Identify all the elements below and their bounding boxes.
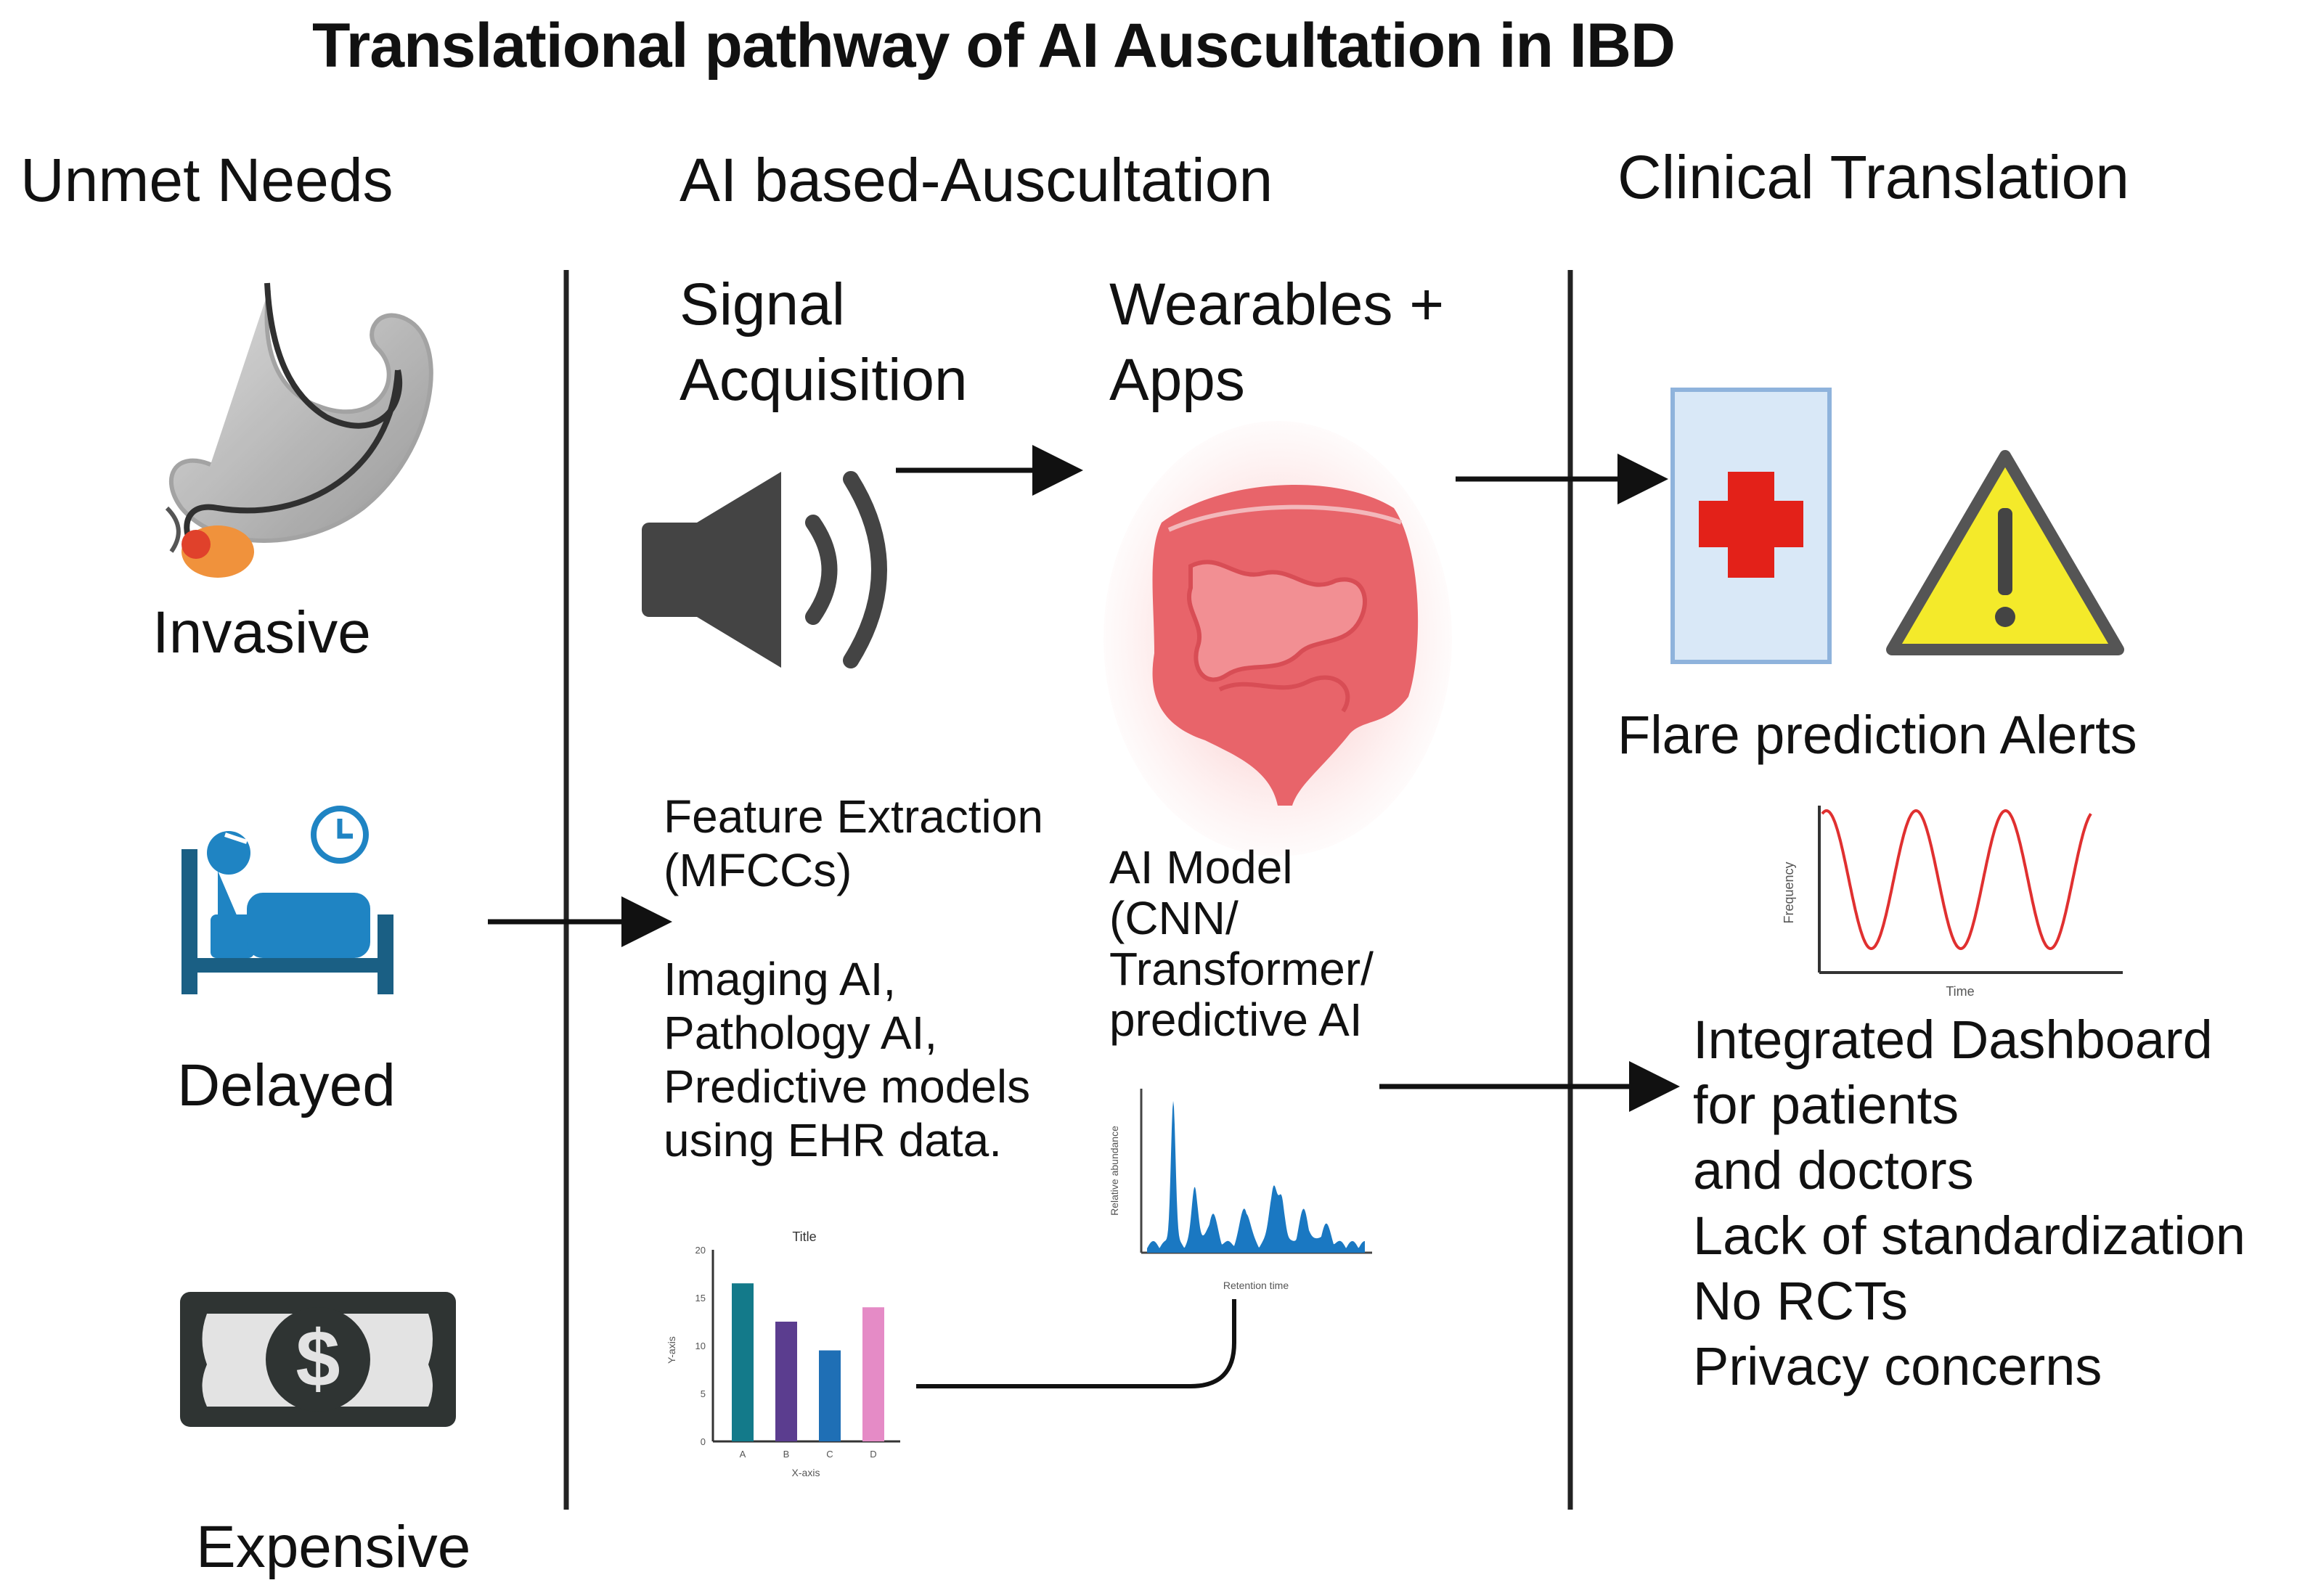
bar-A [732, 1283, 754, 1441]
bar-C [819, 1350, 841, 1441]
label-invasive: Invasive [152, 599, 371, 666]
label-expensive: Expensive [196, 1514, 471, 1580]
intestine-icon [1103, 421, 1452, 856]
spectrum-ylabel: Relative abundance [1109, 1126, 1120, 1216]
bar-B [775, 1322, 797, 1441]
signal-acquisition-line-2: Acquisition [680, 347, 968, 413]
bar-chart-xlabel: X-axis [792, 1467, 820, 1478]
medical-cross-icon [1670, 388, 1832, 664]
imaging-ai-line-1: Imaging AI, [664, 953, 897, 1005]
sine-wave-line [1821, 809, 2092, 951]
stomach-endoscope-icon [165, 282, 433, 578]
bar-x-tick-label: B [783, 1449, 790, 1460]
connector-bar-to-spectrum [916, 1299, 1236, 1388]
bar-D [862, 1307, 884, 1441]
outcome-line-1: Integrated Dashboard [1693, 1010, 2213, 1070]
outcome-line-6: Privacy concerns [1693, 1336, 2102, 1396]
bar-y-tick-label: 10 [695, 1341, 706, 1351]
label-wearables-apps: Wearables + Apps [1109, 267, 1444, 418]
bar-chart: Title Y-axis X-axis 0 5 10 15 20A B C D [666, 1229, 900, 1478]
bar-chart-title: Title [792, 1229, 816, 1244]
bar-y-tick-label: 5 [701, 1388, 706, 1399]
wearables-line-1: Wearables + [1109, 271, 1445, 337]
speaker-icon [642, 471, 887, 668]
bar-y-tick-label: 0 [701, 1436, 706, 1447]
outcome-line-5: No RCTs [1693, 1271, 1909, 1331]
label-imaging-ai: Imaging AI, Pathology AI, Predictive mod… [664, 952, 1030, 1167]
label-flare-prediction-alerts: Flare prediction Alerts [1617, 705, 2137, 765]
bar-x-tick-label: C [826, 1449, 833, 1460]
bar-x-tick-label: D [870, 1449, 876, 1460]
dollar-bill-icon: $ [180, 1292, 456, 1427]
bed-clock-icon [181, 806, 393, 994]
warning-icon [1886, 450, 2124, 655]
outcome-line-3: and doctors [1693, 1140, 1974, 1200]
svg-text:$: $ [295, 1314, 340, 1404]
imaging-ai-line-4: using EHR data. [664, 1114, 1003, 1166]
ai-model-line-3: Transformer/ [1109, 943, 1374, 995]
bar-chart-ylabel: Y-axis [666, 1336, 677, 1364]
ai-model-line-4: predictive AI [1109, 994, 1363, 1046]
spectrum-chart: Relative abundance Retention time [1109, 1089, 1372, 1291]
wearables-line-2: Apps [1109, 347, 1245, 413]
diagram-title: Translational pathway of AI Auscultation… [312, 11, 1676, 81]
ai-model-line-1: AI Model [1109, 841, 1293, 893]
feature-extraction-line-2: (MFCCs) [664, 844, 852, 896]
outcome-line-4: Lack of standardization [1693, 1206, 2246, 1266]
bar-y-tick-label: 15 [695, 1293, 706, 1304]
sine-xlabel: Time [1946, 984, 1974, 999]
bar-x-tick-label: A [740, 1449, 746, 1460]
bar-y-tick-label: 20 [695, 1245, 706, 1256]
signal-acquisition-line-1: Signal [680, 271, 845, 337]
imaging-ai-line-2: Pathology AI, [664, 1007, 938, 1059]
outcome-line-2: for patients [1693, 1075, 1959, 1135]
column-heading-unmet-needs: Unmet Needs [20, 146, 393, 214]
label-feature-extraction: Feature Extraction (MFCCs) [664, 790, 1043, 897]
imaging-ai-line-3: Predictive models [664, 1060, 1031, 1113]
label-clinical-outcomes: Integrated Dashboard for patients and do… [1693, 1007, 2245, 1399]
label-delayed: Delayed [177, 1052, 396, 1118]
spectrum-area [1147, 1100, 1365, 1253]
feature-extraction-line-1: Feature Extraction [664, 790, 1043, 843]
column-heading-clinical-translation: Clinical Translation [1617, 143, 2129, 211]
label-ai-model: AI Model (CNN/ Transformer/ predictive A… [1109, 842, 1374, 1045]
sine-chart: Frequency Time [1782, 806, 2123, 999]
ai-model-line-2: (CNN/ [1109, 892, 1239, 944]
spectrum-xlabel: Retention time [1223, 1280, 1289, 1291]
label-signal-acquisition: Signal Acquisition [680, 267, 968, 418]
column-heading-ai-auscultation: AI based-Auscultation [680, 146, 1273, 214]
sine-ylabel: Frequency [1782, 862, 1796, 923]
